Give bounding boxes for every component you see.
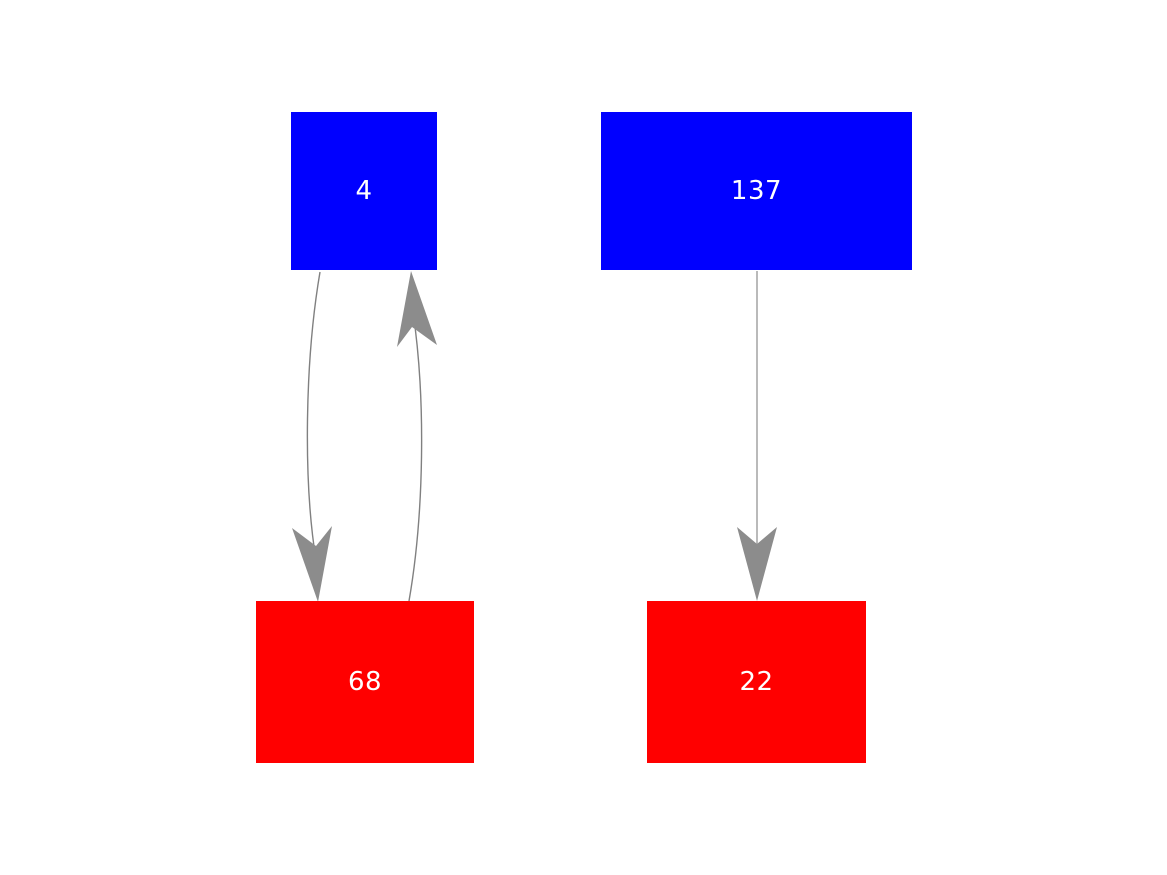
edge-68-to-4-line	[408, 311, 423, 602]
edge-137-to-22	[737, 271, 777, 601]
node-68[interactable]: 68	[256, 601, 474, 763]
edge-68-to-4-arrowhead	[397, 271, 437, 347]
edge-4-to-68-line	[306, 271, 321, 561]
edge-137-to-22-arrowhead	[737, 527, 777, 601]
node-4[interactable]: 4	[291, 112, 437, 270]
edge-4-to-68-arrowhead	[292, 526, 332, 602]
node-137-label: 137	[730, 176, 783, 206]
edge-4-to-68	[292, 271, 332, 602]
edge-68-to-4	[397, 271, 437, 602]
node-22[interactable]: 22	[647, 601, 866, 763]
node-68-label: 68	[347, 667, 383, 697]
node-22-label: 22	[739, 667, 774, 697]
node-4-label: 4	[355, 176, 373, 206]
node-137[interactable]: 137	[601, 112, 912, 270]
